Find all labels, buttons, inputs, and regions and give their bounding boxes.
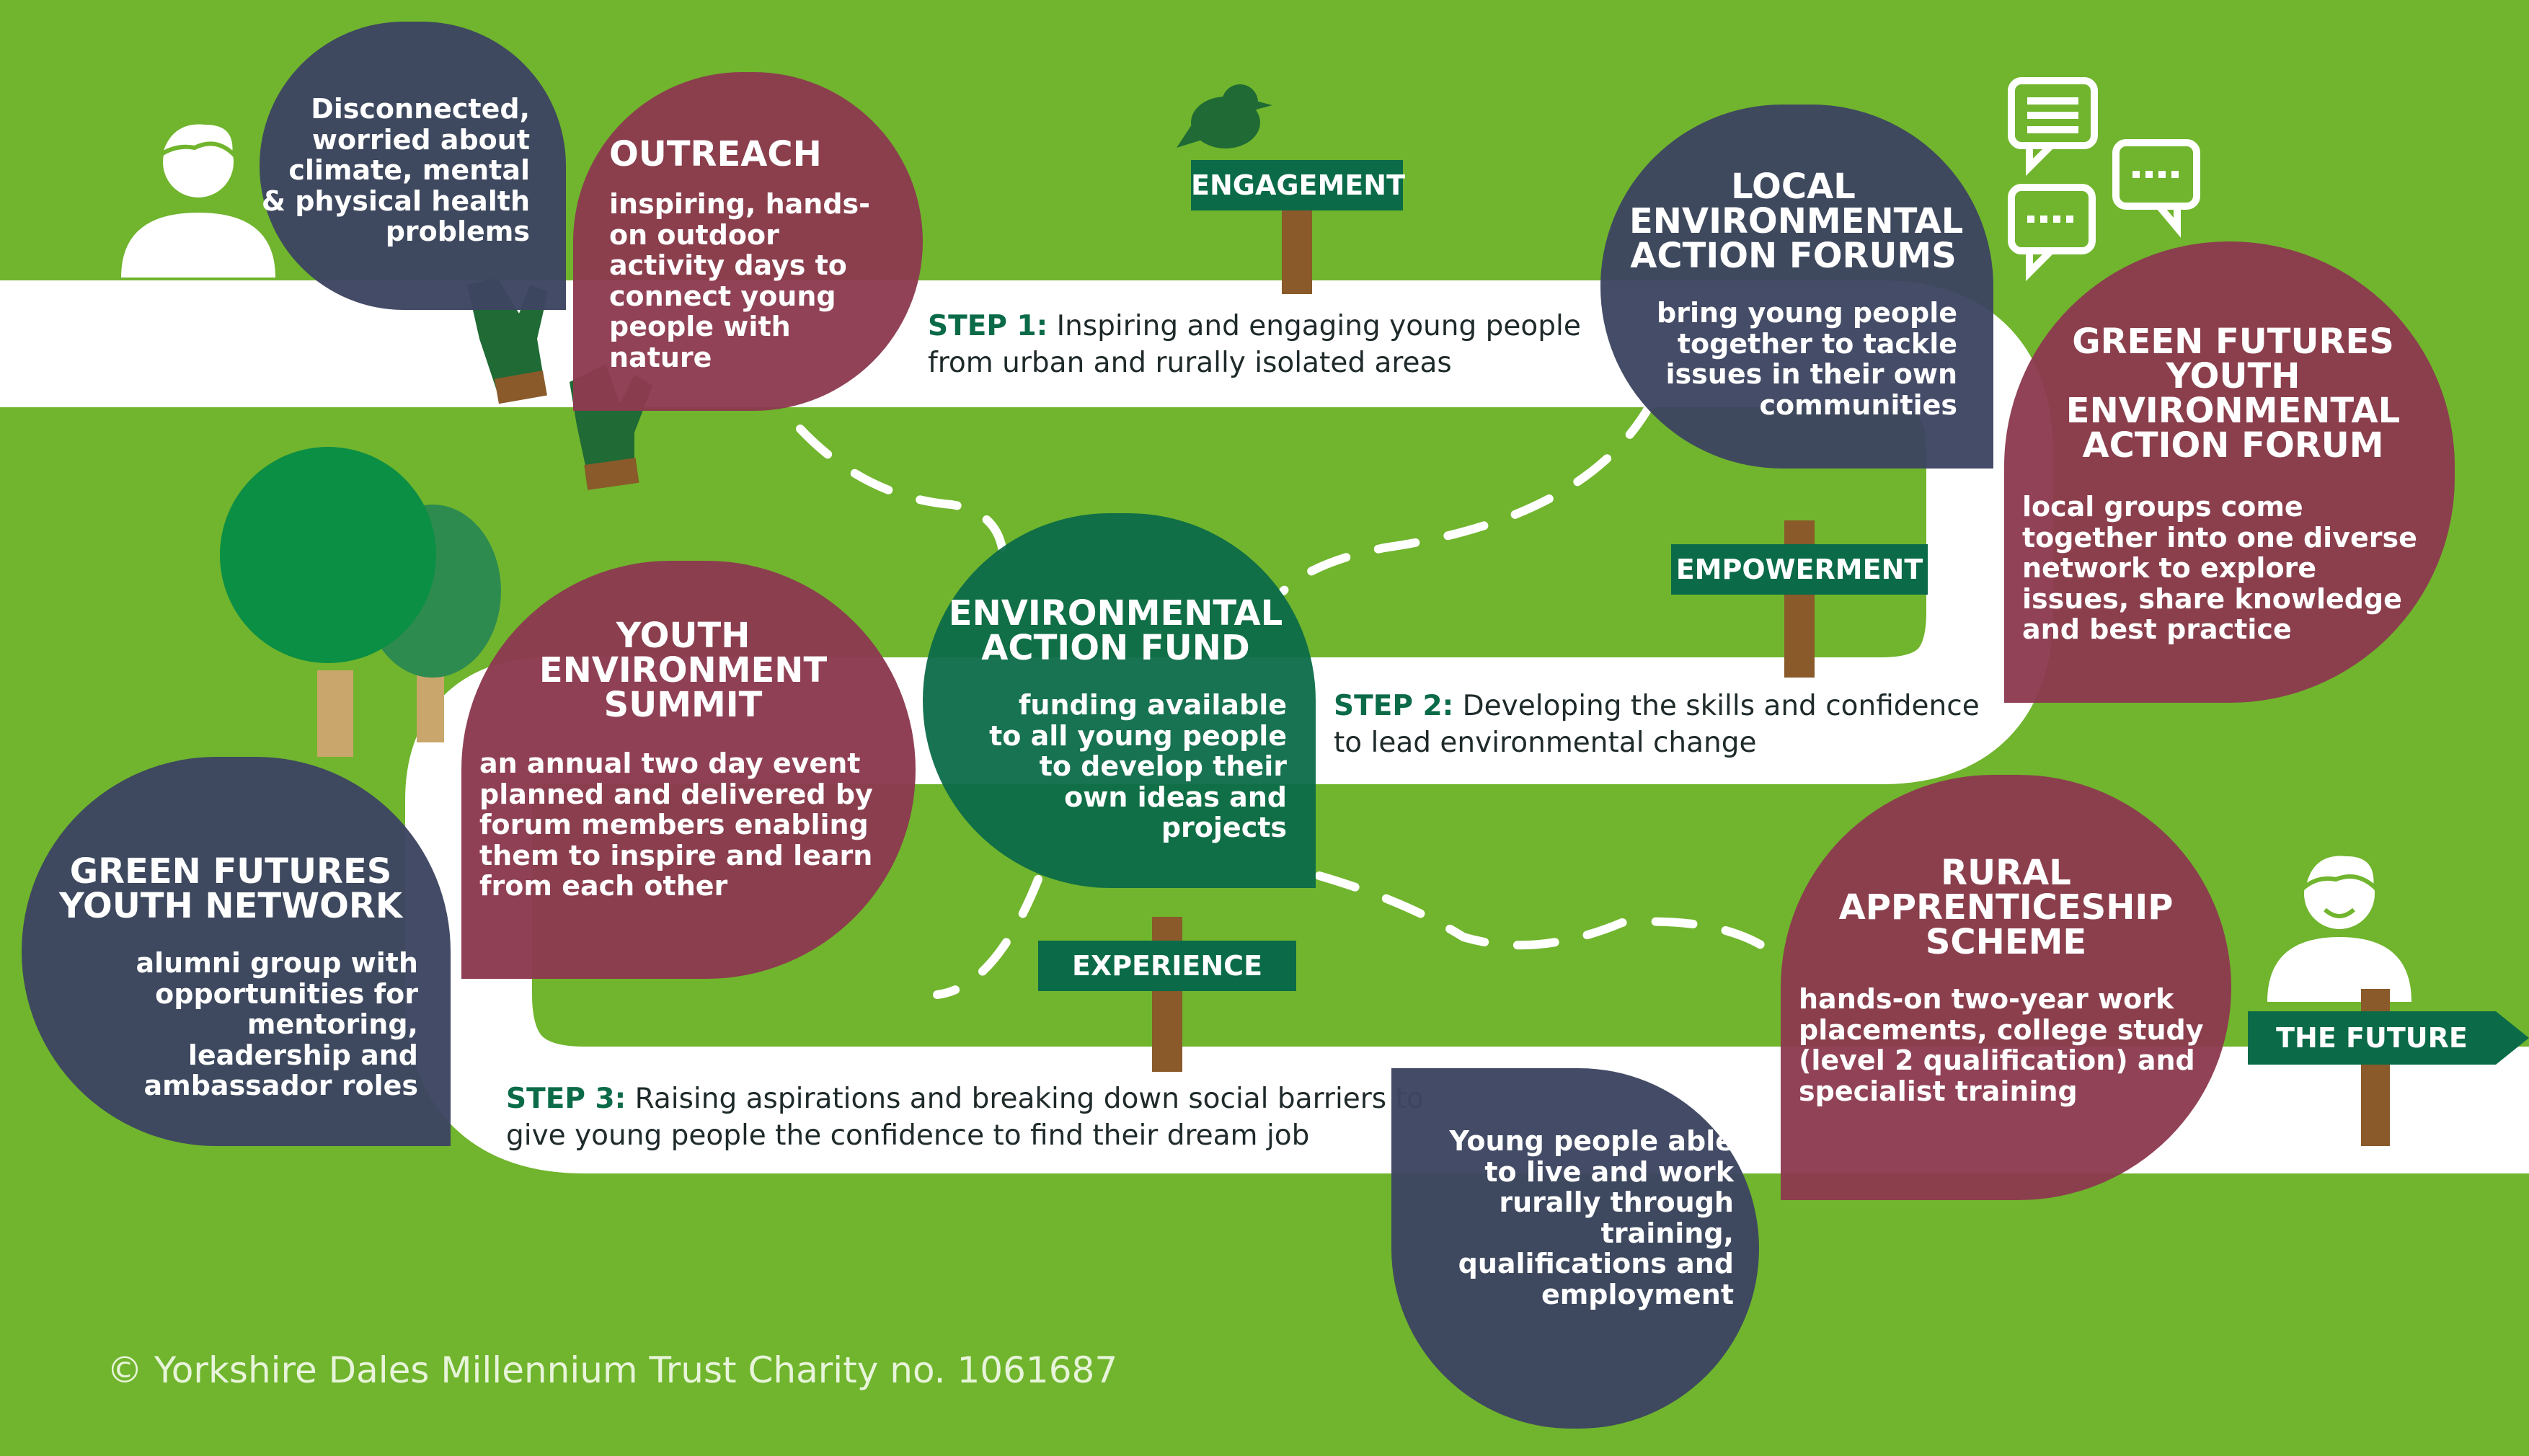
start-bubble: Disconnected, worried about climate, men… — [260, 22, 566, 310]
trees-icon — [220, 447, 501, 757]
fund-bubble: ENVIRONMENTAL ACTION FUND funding availa… — [923, 513, 1316, 888]
outcome-bubble: Young people able to live and work rural… — [1391, 1068, 1759, 1429]
dashed-connectors — [796, 399, 1785, 999]
person-start-icon — [121, 120, 275, 278]
future-sign: THE FUTURE — [2276, 1022, 2468, 1054]
step1-label: STEP 1: — [928, 310, 1048, 342]
step2-description: Developing the skills and confidence to … — [1334, 690, 1980, 759]
network-title: GREEN FUTURES YOUTH NETWORK — [58, 851, 403, 926]
experience-sign: EXPERIENCE — [1038, 941, 1296, 991]
summit-bubble: YOUTH ENVIRONMENT SUMMIT an annual two d… — [461, 561, 916, 979]
future-arrow-shape — [2248, 1011, 2529, 1065]
step3-text: STEP 3: Raising aspirations and breaking… — [506, 1081, 1429, 1154]
network-text: alumni group with opportunities for ment… — [136, 947, 418, 1102]
step3-description: Raising aspirations and breaking down so… — [506, 1083, 1424, 1152]
outcome-text: Young people able to live and work rural… — [1449, 1125, 1734, 1310]
chat-icons — [2008, 77, 2200, 282]
fund-text: funding available to all young people to… — [989, 689, 1287, 844]
fund-title: ENVIRONMENTAL ACTION FUND — [948, 593, 1283, 668]
step2-label: STEP 2: — [1334, 690, 1454, 722]
start-bubble-text: Disconnected, worried about climate, men… — [261, 93, 530, 248]
step1-description: Inspiring and engaging young people from… — [928, 310, 1581, 379]
outreach-text: inspiring, hands-on outdoor activity day… — [609, 188, 870, 373]
rural-text: hands-on two-year work placements, colle… — [1799, 983, 2204, 1107]
summit-text: an annual two day event planned and deli… — [479, 747, 873, 902]
rural-bubble: RURAL APPRENTICESHIP SCHEME hands-on two… — [1781, 775, 2231, 1200]
engagement-sign: ENGAGEMENT — [1191, 160, 1405, 210]
outreach-bubble: OUTREACH inspiring, hands-on outdoor act… — [573, 72, 923, 411]
step1-text: STEP 1: Inspiring and engaging young peo… — [928, 308, 1620, 381]
person-future-icon — [2267, 851, 2411, 1002]
network-bubble: GREEN FUTURES YOUTH NETWORK alumni group… — [22, 757, 451, 1146]
step2-text: STEP 2: Developing the skills and confid… — [1334, 688, 1997, 761]
outreach-title: OUTREACH — [609, 134, 822, 174]
local-forums-bubble: LOCAL ENVIRONMENTAL ACTION FORUMS bring … — [1600, 105, 1993, 469]
summit-title: YOUTH ENVIRONMENT SUMMIT — [539, 616, 828, 725]
step3-label: STEP 3: — [506, 1083, 626, 1115]
green-futures-forum-bubble: GREEN FUTURES YOUTH ENVIRONMENTAL ACTION… — [2004, 241, 2455, 703]
copyright-text: © Yorkshire Dales Millennium Trust Chari… — [107, 1349, 1118, 1391]
green-futures-forum-text: local groups come together into one dive… — [2022, 491, 2417, 646]
local-forums-title: LOCAL ENVIRONMENTAL ACTION FORUMS — [1629, 167, 1964, 276]
local-forums-text: bring young people together to tackle is… — [1657, 297, 1957, 421]
green-futures-forum-title: GREEN FUTURES YOUTH ENVIRONMENTAL ACTION… — [2065, 321, 2401, 466]
bird-icon — [1177, 84, 1272, 148]
rural-title: RURAL APPRENTICESHIP SCHEME — [1838, 853, 2174, 962]
empowerment-sign: EMPOWERMENT — [1671, 544, 1928, 595]
